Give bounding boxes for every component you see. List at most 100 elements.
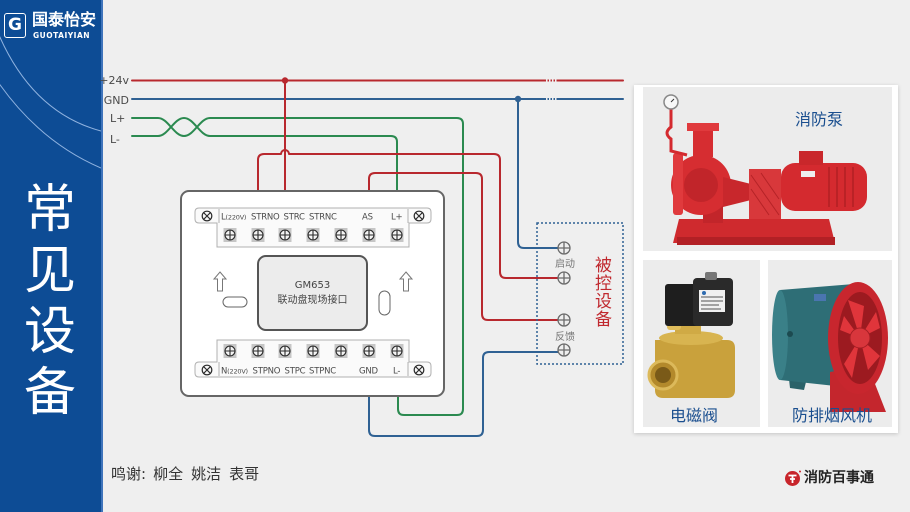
credits-name: 姚洁 <box>191 465 222 483</box>
start-label: 启动 <box>555 257 575 270</box>
terminal-screw-icon <box>333 343 349 359</box>
fan-hub <box>849 327 871 349</box>
smoke-exhaust-fan-image <box>768 260 892 427</box>
terminal-screw-icon <box>389 343 405 359</box>
interface-module: L(220V) STRNO STRC STRNC AS L+ GM653 联动盘… <box>180 190 445 397</box>
motor-nameplate <box>801 171 815 177</box>
brand-logo-icon: G <box>4 13 26 38</box>
terminal-label-stpnc: STPNC <box>309 367 336 377</box>
pump-base-foot <box>677 237 835 245</box>
credits: 鸣谢:柳全姚洁表哥 <box>111 465 259 484</box>
terminal-label-main: L <box>221 213 226 223</box>
gauge-pipe <box>665 109 688 157</box>
mounting-screw-icon <box>413 210 425 222</box>
pump-shaft-housing <box>723 177 751 207</box>
pump-discharge <box>693 131 713 157</box>
terminal-label-l-minus: L- <box>393 367 400 377</box>
label-plate-logo <box>702 291 706 295</box>
bus-label-l-minus: L- <box>110 133 120 146</box>
decorative-arcs <box>0 35 101 169</box>
guard-mesh <box>750 172 780 216</box>
terminal-label-gnd: GND <box>359 367 379 377</box>
brand-name-en: GUOTAIYIAN <box>33 31 91 40</box>
terminal-label-l-plus: L+ <box>391 213 403 223</box>
terminal-screw-icon <box>250 343 266 359</box>
coil-nut <box>705 272 717 280</box>
controlled-device-box <box>536 222 624 365</box>
terminal-screw-icon <box>277 227 293 243</box>
device-terminal-icon <box>557 343 571 357</box>
pump-volute-core <box>684 168 718 202</box>
terminal-screw-icon <box>277 343 293 359</box>
module-display-panel <box>257 255 368 331</box>
device-terminal-icon <box>557 313 571 327</box>
device-terminal-icon <box>557 241 571 255</box>
module-model: GM653 <box>295 280 330 291</box>
wire-gnd-to-start <box>517 98 559 249</box>
terminal-label-l220v: L(220V) <box>221 213 246 223</box>
valve-connector <box>665 284 699 326</box>
strip-divider <box>218 362 409 376</box>
mounting-slot-vertical <box>378 290 391 316</box>
feedback-label: 反馈 <box>555 330 575 343</box>
terminal-label-sub: (220V) <box>226 214 247 222</box>
mounting-screw-icon <box>413 364 425 376</box>
solenoid-valve-image <box>643 260 760 427</box>
strip-divider <box>218 209 409 223</box>
terminal-label-stpno: STPNO <box>253 367 281 377</box>
credits-name: 柳全 <box>153 465 184 483</box>
pump-discharge-flange <box>687 123 719 131</box>
fire-pump-image <box>643 87 892 251</box>
brand-name-cn: 国泰怡安 <box>32 10 97 29</box>
wire-start-output <box>257 149 559 279</box>
mounting-slot-horizontal <box>222 296 248 308</box>
terminal-label-n220v: N(220V) <box>221 367 248 377</box>
terminal-label-strnc: STRNC <box>309 213 337 223</box>
equipment-label-fire-pump: 消防泵 <box>795 110 844 129</box>
gauge-needle <box>670 98 675 103</box>
terminal-label-strno: STRNO <box>251 213 280 223</box>
terminal-screw-icon <box>361 227 377 243</box>
wire-l-plus <box>131 117 464 416</box>
bus-label-l-plus: L+ <box>110 112 125 125</box>
motor-fins <box>828 167 854 207</box>
credits-prefix: 鸣谢: <box>111 465 147 483</box>
footer-brand: 消防百事通 <box>804 470 874 486</box>
bus-continuation-break <box>546 79 557 101</box>
terminal-label-main: N <box>221 367 227 377</box>
terminal-label-strc: STRC <box>284 213 305 223</box>
fire-brand-logo-icon <box>785 470 801 486</box>
terminal-screw-icon <box>361 343 377 359</box>
fan-nameplate <box>814 294 826 301</box>
terminal-screw-icon <box>222 343 238 359</box>
fan-cable-hole <box>787 331 793 337</box>
terminal-screw-icon <box>305 227 321 243</box>
wire-gnd-to-feedback <box>368 351 559 437</box>
bus-label-gnd: GND <box>104 94 129 107</box>
up-arrow-icon <box>212 271 228 292</box>
equipment-label-smoke-fan: 防排烟风机 <box>792 406 873 425</box>
terminal-label-stpc: STPC <box>285 367 306 377</box>
sidebar: G 国泰怡安 GUOTAIYIAN 常见设备 <box>0 0 103 512</box>
equipment-label-solenoid-valve: 电磁阀 <box>670 406 719 425</box>
controlled-device: 启动 反馈 <box>536 222 624 365</box>
controlled-device-title: 被控设备 <box>595 256 612 330</box>
fan-cylinder-end <box>772 290 788 380</box>
fan-blades <box>840 300 880 378</box>
pump-motor <box>781 163 867 211</box>
terminal-screw-icon <box>333 227 349 243</box>
wire-l-minus <box>131 117 398 192</box>
module-name: 联动盘现场接口 <box>278 293 348 306</box>
mounting-screw-icon <box>201 364 213 376</box>
device-terminal-icon <box>557 271 571 285</box>
pump-inlet-flange <box>673 153 683 215</box>
mounting-screw-icon <box>201 210 213 222</box>
terminal-screw-icon <box>222 227 238 243</box>
valve-bonnet <box>659 331 723 345</box>
junction-dot-24v <box>281 77 289 84</box>
terminal-screw-icon <box>389 227 405 243</box>
label-plate-lines <box>701 296 723 310</box>
arc-line <box>0 35 101 132</box>
valve-port-hole <box>655 367 671 383</box>
